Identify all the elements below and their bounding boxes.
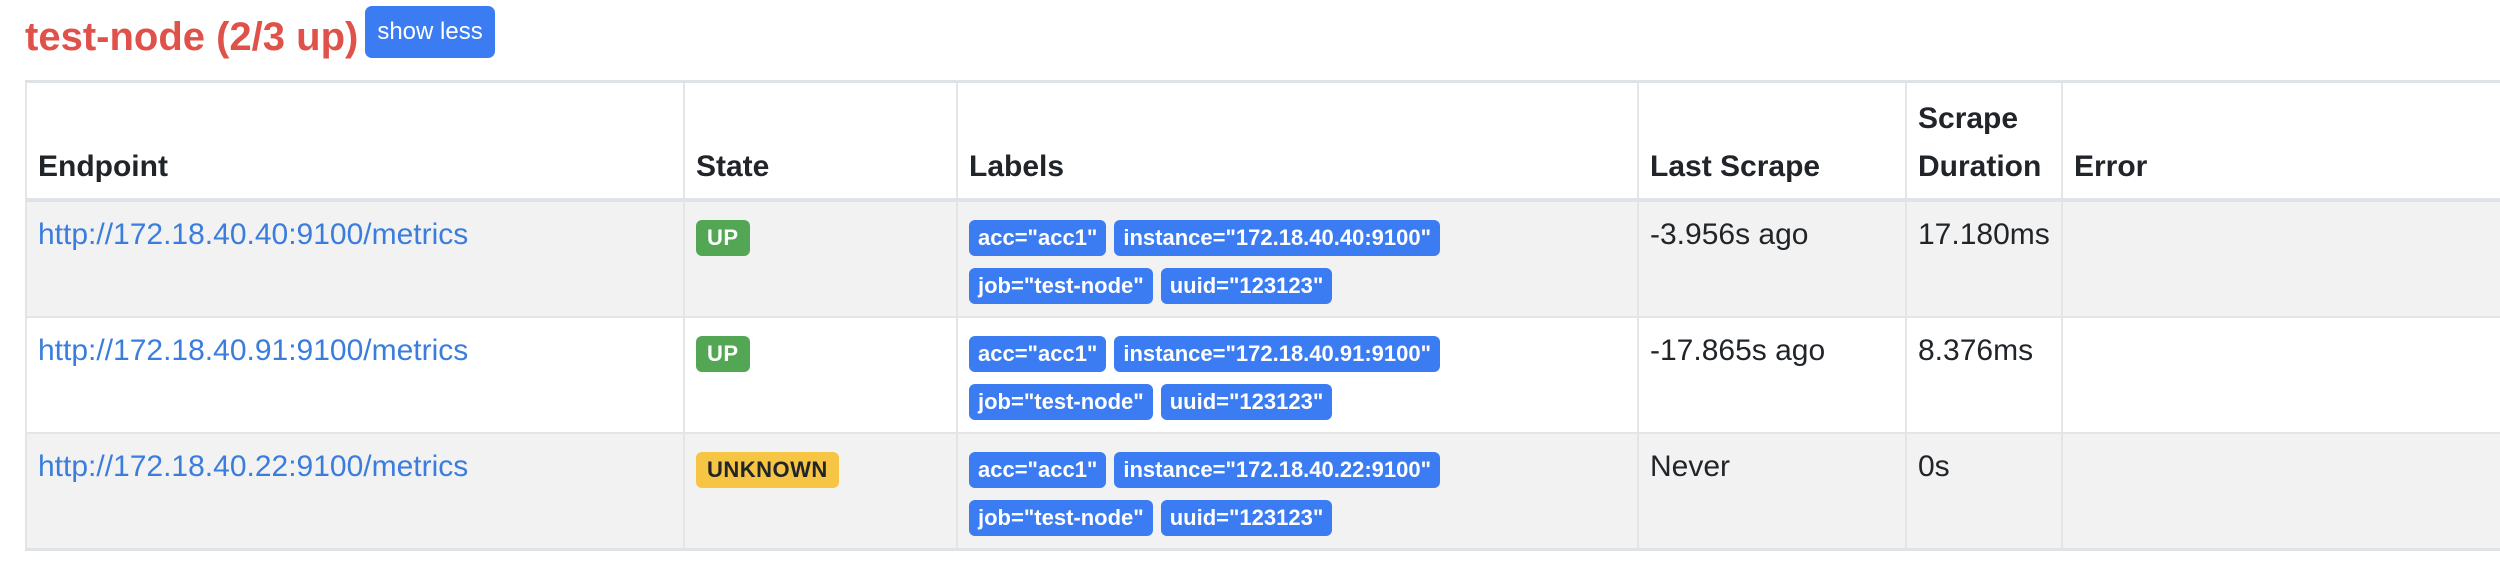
scrape-duration-value: 0s xyxy=(1918,449,1950,483)
labels-list: acc="acc1" instance="172.18.40.91:9100" … xyxy=(969,335,1529,432)
labels-cell: acc="acc1" instance="172.18.40.22:9100" … xyxy=(956,431,1639,551)
state-badge: UP xyxy=(696,335,750,372)
label-badge: instance="172.18.40.22:9100" xyxy=(1114,451,1441,488)
show-less-button[interactable]: show less xyxy=(365,6,495,58)
header-scrape-duration-line1: Scrape xyxy=(1918,101,2019,135)
header-labels: Labels xyxy=(956,80,1639,202)
header-state: State xyxy=(683,80,958,202)
scrape-duration-value: 8.376ms xyxy=(1918,333,2034,367)
last-scrape-cell: -17.865s ago xyxy=(1637,315,1907,434)
header-last-scrape: Last Scrape xyxy=(1637,80,1907,202)
endpoint-link[interactable]: http://172.18.40.22:9100/metrics xyxy=(38,449,469,483)
last-scrape-value: Never xyxy=(1650,449,1731,483)
labels-list: acc="acc1" instance="172.18.40.22:9100" … xyxy=(969,451,1529,548)
labels-list: acc="acc1" instance="172.18.40.40:9100" … xyxy=(969,219,1529,316)
labels-cell: acc="acc1" instance="172.18.40.91:9100" … xyxy=(956,315,1639,434)
label-badge: acc="acc1" xyxy=(969,451,1107,488)
label-badge: uuid="123123" xyxy=(1160,383,1333,420)
header-scrape-duration-line2: Duration xyxy=(1918,149,2042,183)
scrape-duration-value: 17.180ms xyxy=(1918,217,2050,251)
label-badge: job="test-node" xyxy=(969,499,1153,536)
table-row: http://172.18.40.22:9100/metrics UNKNOWN… xyxy=(25,431,2500,551)
label-badge: acc="acc1" xyxy=(969,219,1107,256)
scrape-duration-cell: 17.180ms xyxy=(1905,198,2063,318)
last-scrape-value: -17.865s ago xyxy=(1650,333,1826,367)
label-badge: job="test-node" xyxy=(969,383,1153,420)
label-badge: instance="172.18.40.91:9100" xyxy=(1114,335,1441,372)
scrape-duration-cell: 0s xyxy=(1905,431,2063,551)
error-cell xyxy=(2061,431,2500,551)
state-badge: UP xyxy=(696,219,750,256)
pool-header: test-node (2/3 up) xyxy=(25,6,358,68)
pool-title: test-node (2/3 up) xyxy=(25,15,359,59)
state-cell: UNKNOWN xyxy=(683,431,958,551)
header-endpoint: Endpoint xyxy=(25,80,685,202)
state-cell: UP xyxy=(683,198,958,318)
endpoint-link[interactable]: http://172.18.40.91:9100/metrics xyxy=(38,333,469,367)
table-row: http://172.18.40.91:9100/metrics UP acc=… xyxy=(25,315,2500,434)
table-row: http://172.18.40.40:9100/metrics UP acc=… xyxy=(25,198,2500,318)
endpoint-link[interactable]: http://172.18.40.40:9100/metrics xyxy=(38,217,469,251)
error-cell xyxy=(2061,315,2500,434)
endpoint-cell: http://172.18.40.91:9100/metrics xyxy=(25,315,685,434)
state-cell: UP xyxy=(683,315,958,434)
endpoint-cell: http://172.18.40.40:9100/metrics xyxy=(25,198,685,318)
scrape-duration-cell: 8.376ms xyxy=(1905,315,2063,434)
table-header-row: Endpoint State Labels Last Scrape Scrape… xyxy=(25,80,2500,202)
label-badge: acc="acc1" xyxy=(969,335,1107,372)
targets-table-container: Endpoint State Labels Last Scrape Scrape… xyxy=(25,80,2500,551)
endpoint-cell: http://172.18.40.22:9100/metrics xyxy=(25,431,685,551)
state-badge: UNKNOWN xyxy=(696,451,839,488)
label-badge: instance="172.18.40.40:9100" xyxy=(1114,219,1441,256)
labels-cell: acc="acc1" instance="172.18.40.40:9100" … xyxy=(956,198,1639,318)
last-scrape-value: -3.956s ago xyxy=(1650,217,1809,251)
header-error: Error xyxy=(2061,80,2500,202)
label-badge: job="test-node" xyxy=(969,267,1153,304)
last-scrape-cell: -3.956s ago xyxy=(1637,198,1907,318)
label-badge: uuid="123123" xyxy=(1160,499,1333,536)
last-scrape-cell: Never xyxy=(1637,431,1907,551)
error-cell xyxy=(2061,198,2500,318)
label-badge: uuid="123123" xyxy=(1160,267,1333,304)
targets-table: Endpoint State Labels Last Scrape Scrape… xyxy=(25,80,2500,551)
